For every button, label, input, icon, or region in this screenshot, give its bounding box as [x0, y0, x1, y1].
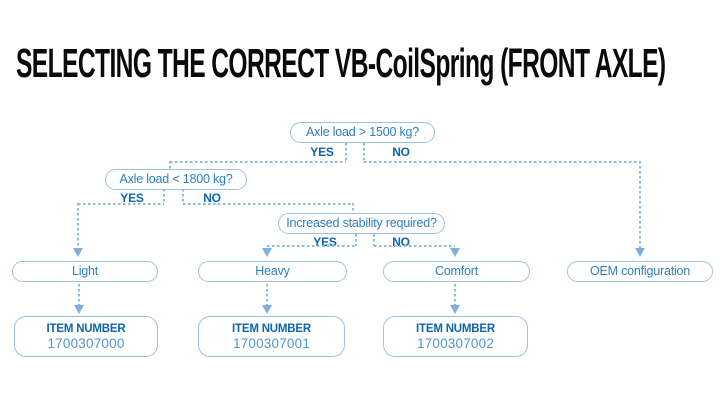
arrowhead-down-icon [262, 305, 272, 314]
connector-q2-no-horizontal [183, 203, 353, 205]
arrowhead-down-icon [74, 305, 84, 314]
connector-q1-no-stub [363, 143, 365, 162]
label-yes-axle-1500: YES [310, 145, 334, 159]
connector-q3-no-horizontal [374, 245, 455, 247]
connector-q2-no-stub [182, 189, 184, 204]
item-number-box-comfort: ITEM NUMBER 1700307002 [383, 316, 528, 357]
option-comfort: Comfort [383, 261, 530, 282]
page-title: SELECTING THE CORRECT VB-CoilSpring (FRO… [16, 40, 666, 86]
connector-q1-no-horizontal [364, 161, 640, 163]
arrowhead-down-icon [73, 248, 83, 257]
arrowhead-down-icon [635, 248, 645, 257]
connector-q1-yes-horizontal [170, 161, 346, 163]
connector-q3-yes-horizontal [267, 245, 356, 247]
connector-into-q3 [352, 203, 354, 214]
option-light: Light [12, 261, 158, 282]
item-number-value: 1700307001 [232, 336, 311, 351]
connector-q1-yes-stub [345, 143, 347, 162]
decision-axle-load-1500: Axle load > 1500 kg? [290, 122, 435, 143]
connector-to-light [77, 203, 79, 248]
connector-into-q2 [169, 161, 171, 170]
option-heavy: Heavy [198, 261, 347, 282]
connector-heavy-to-item [266, 284, 268, 306]
item-number-label: ITEM NUMBER [416, 323, 495, 335]
decision-stability: Increased stability required? [278, 213, 445, 234]
label-yes-axle-1800: YES [120, 191, 144, 205]
arrowhead-down-icon [450, 248, 460, 257]
item-number-label: ITEM NUMBER [46, 323, 126, 335]
connector-q3-yes-stub [355, 234, 357, 246]
item-number-value: 1700307000 [47, 336, 125, 351]
option-oem-configuration: OEM configuration [567, 261, 713, 282]
connector-to-oem [639, 161, 641, 248]
label-no-axle-1800: NO [203, 191, 221, 205]
item-number-label: ITEM NUMBER [232, 323, 311, 335]
label-no-axle-1500: NO [392, 145, 410, 159]
connector-q3-no-stub [373, 234, 375, 246]
item-number-box-light: ITEM NUMBER 1700307000 [14, 316, 158, 357]
connector-light-to-item [78, 284, 80, 306]
connector-comfort-to-item [454, 284, 456, 306]
decision-axle-load-1800: Axle load < 1800 kg? [105, 169, 247, 190]
arrowhead-down-icon [450, 305, 460, 314]
item-number-value: 1700307002 [416, 336, 495, 351]
connector-q2-yes-stub [163, 189, 165, 204]
item-number-box-heavy: ITEM NUMBER 1700307001 [198, 316, 345, 357]
arrowhead-down-icon [262, 248, 272, 257]
connector-q2-yes-horizontal [78, 203, 164, 205]
